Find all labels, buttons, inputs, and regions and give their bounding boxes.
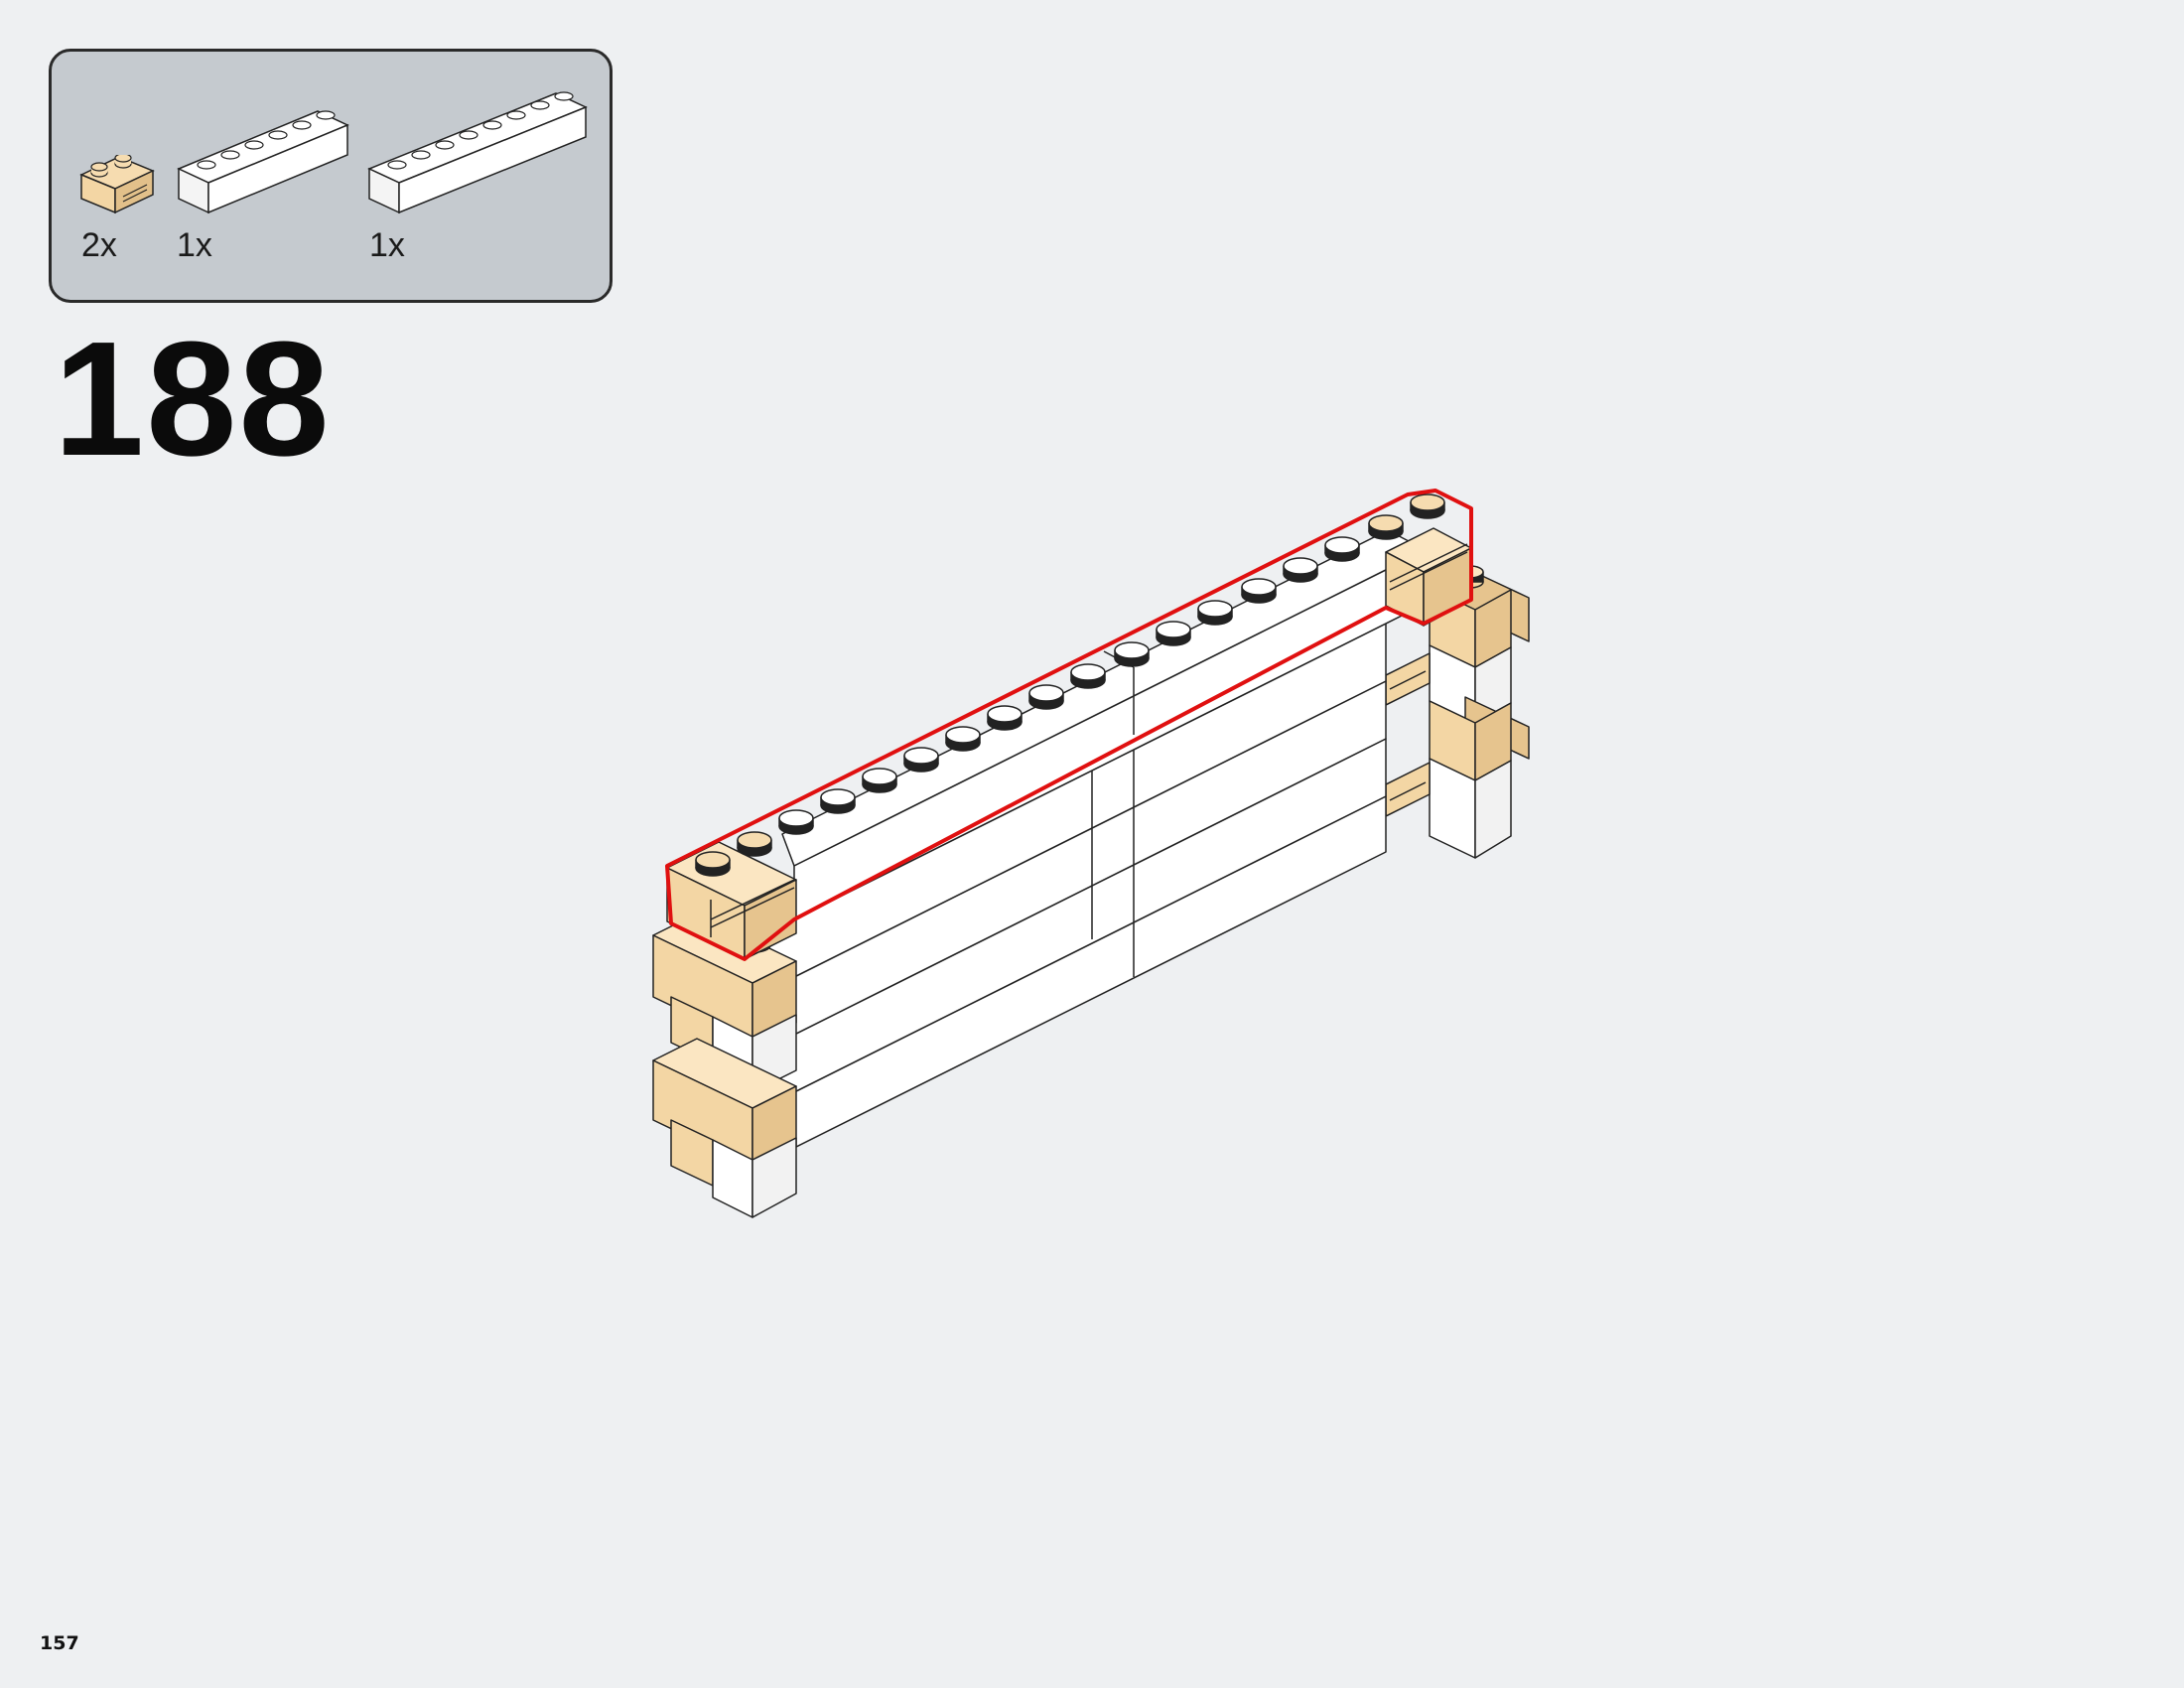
- white-1x8-brick-icon: [367, 91, 588, 214]
- part-quantity: 1x: [369, 226, 405, 264]
- part-quantity: 1x: [177, 226, 212, 264]
- parts-list-panel: 2x 1x 1x: [49, 49, 613, 303]
- tan-1x2-brick-icon: [79, 155, 155, 214]
- step-number: 188: [54, 308, 332, 490]
- left-corner-column: [652, 913, 797, 1218]
- new-parts-highlight: [665, 489, 1473, 961]
- white-1x6-brick-icon: [177, 110, 349, 214]
- part-quantity: 2x: [81, 226, 117, 264]
- page-number: 157: [40, 1632, 79, 1654]
